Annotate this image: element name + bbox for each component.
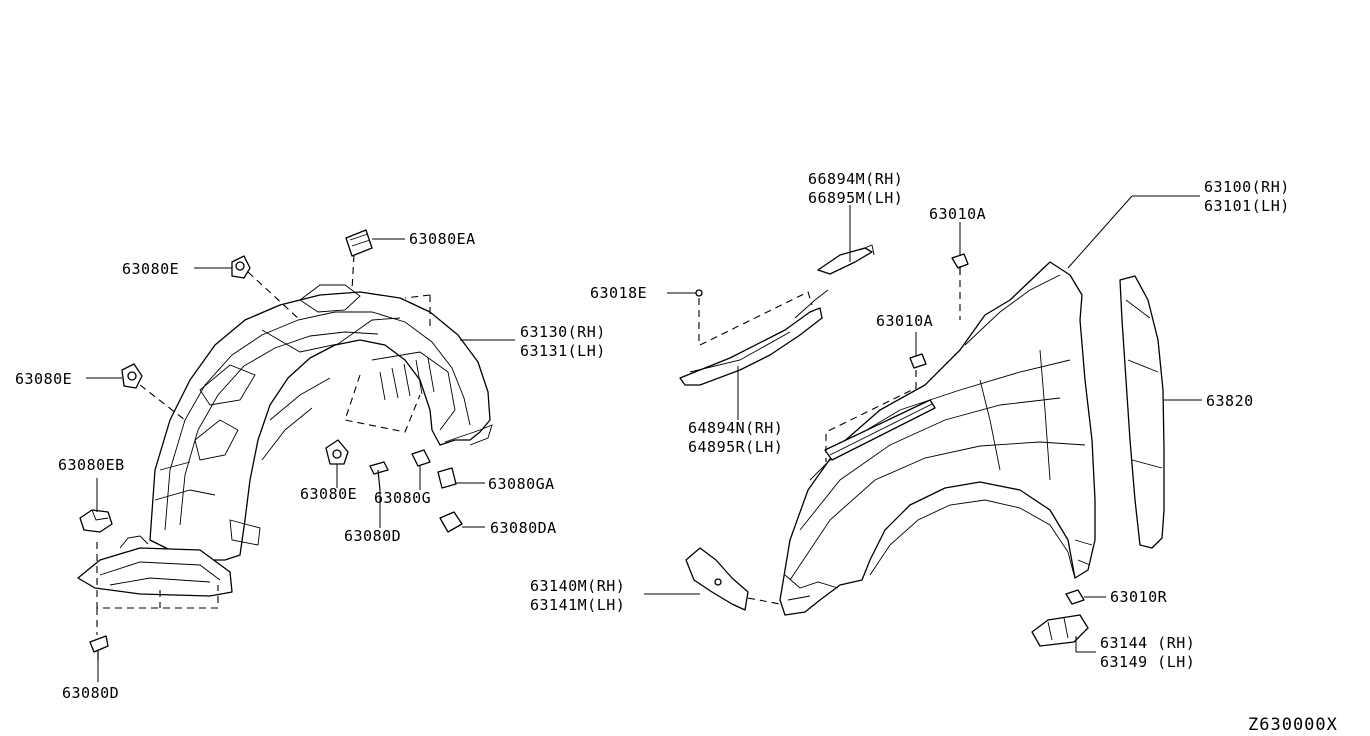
callout-66894M: 66894M(RH) — [808, 170, 903, 188]
installation-guides-right — [698, 280, 961, 605]
fender-protector-63820 — [1119, 275, 1165, 549]
callout-63820: 63820 — [1206, 392, 1254, 410]
callout-63144: 63144 (RH) — [1100, 634, 1195, 652]
clip-63010A-top — [951, 253, 969, 275]
leader-lines — [86, 195, 1202, 682]
callout-63080D-bottom: 63080D — [62, 684, 119, 702]
callout-63010A-mid: 63010A — [876, 312, 933, 330]
fastener-63080E-left — [121, 363, 143, 389]
fastener-63080DA — [439, 511, 463, 533]
front-fender — [779, 261, 1096, 616]
callout-63080EB: 63080EB — [58, 456, 125, 474]
callout-64894N: 64894N(RH) — [688, 419, 783, 437]
callout-63080E-top: 63080E — [122, 260, 179, 278]
fastener-63080E-mid — [325, 439, 349, 465]
fastener-63080D-mid — [369, 461, 389, 491]
callout-63140M: 63140M(RH) — [530, 577, 625, 595]
callout-63100: 63100(RH) — [1204, 178, 1290, 196]
callout-63080G: 63080G — [374, 489, 431, 507]
fastener-63080EA — [345, 229, 373, 257]
callout-63080EA: 63080EA — [409, 230, 476, 248]
fastener-63080EB — [79, 509, 113, 533]
diagram-reference-code: Z630000X — [1248, 715, 1338, 735]
callout-63101: 63101(LH) — [1204, 197, 1290, 215]
fastener-63080GA — [437, 467, 457, 489]
callout-63080E-mid: 63080E — [300, 485, 357, 503]
bracket-63140M — [685, 547, 749, 611]
callout-63080E-left: 63080E — [15, 370, 72, 388]
bolt-63018E — [695, 289, 703, 297]
clip-63010R — [1065, 589, 1085, 605]
callout-63080DA: 63080DA — [490, 519, 557, 537]
wheel-arch-liner — [77, 284, 493, 597]
callout-63130: 63130(RH) — [520, 323, 606, 341]
bracket-63144 — [1031, 614, 1089, 647]
seal-66894M — [817, 244, 875, 275]
fastener-63080G — [411, 449, 431, 467]
fender-seal-strip — [824, 399, 936, 461]
callout-63149: 63149 (LH) — [1100, 653, 1195, 671]
callout-63010A-top: 63010A — [929, 205, 986, 223]
installation-guides-left — [96, 254, 431, 635]
callout-63010R: 63010R — [1110, 588, 1168, 606]
callout-labels: 63080EA 63080E 63080E 63130(RH) 63131(LH… — [15, 170, 1338, 735]
clip-63010A-mid — [909, 353, 927, 369]
callout-63018E: 63018E — [590, 284, 647, 302]
callout-66895M: 66895M(LH) — [808, 189, 903, 207]
cowl-top-extension-64894N — [679, 289, 829, 386]
fastener-63080E-top — [231, 255, 251, 279]
callout-63080GA: 63080GA — [488, 475, 555, 493]
callout-63131: 63131(LH) — [520, 342, 606, 360]
fastener-63080D-bottom — [89, 635, 109, 660]
callout-63080D-mid: 63080D — [344, 527, 401, 545]
callout-64895R: 64895R(LH) — [688, 438, 783, 456]
callout-63141M: 63141M(LH) — [530, 596, 625, 614]
